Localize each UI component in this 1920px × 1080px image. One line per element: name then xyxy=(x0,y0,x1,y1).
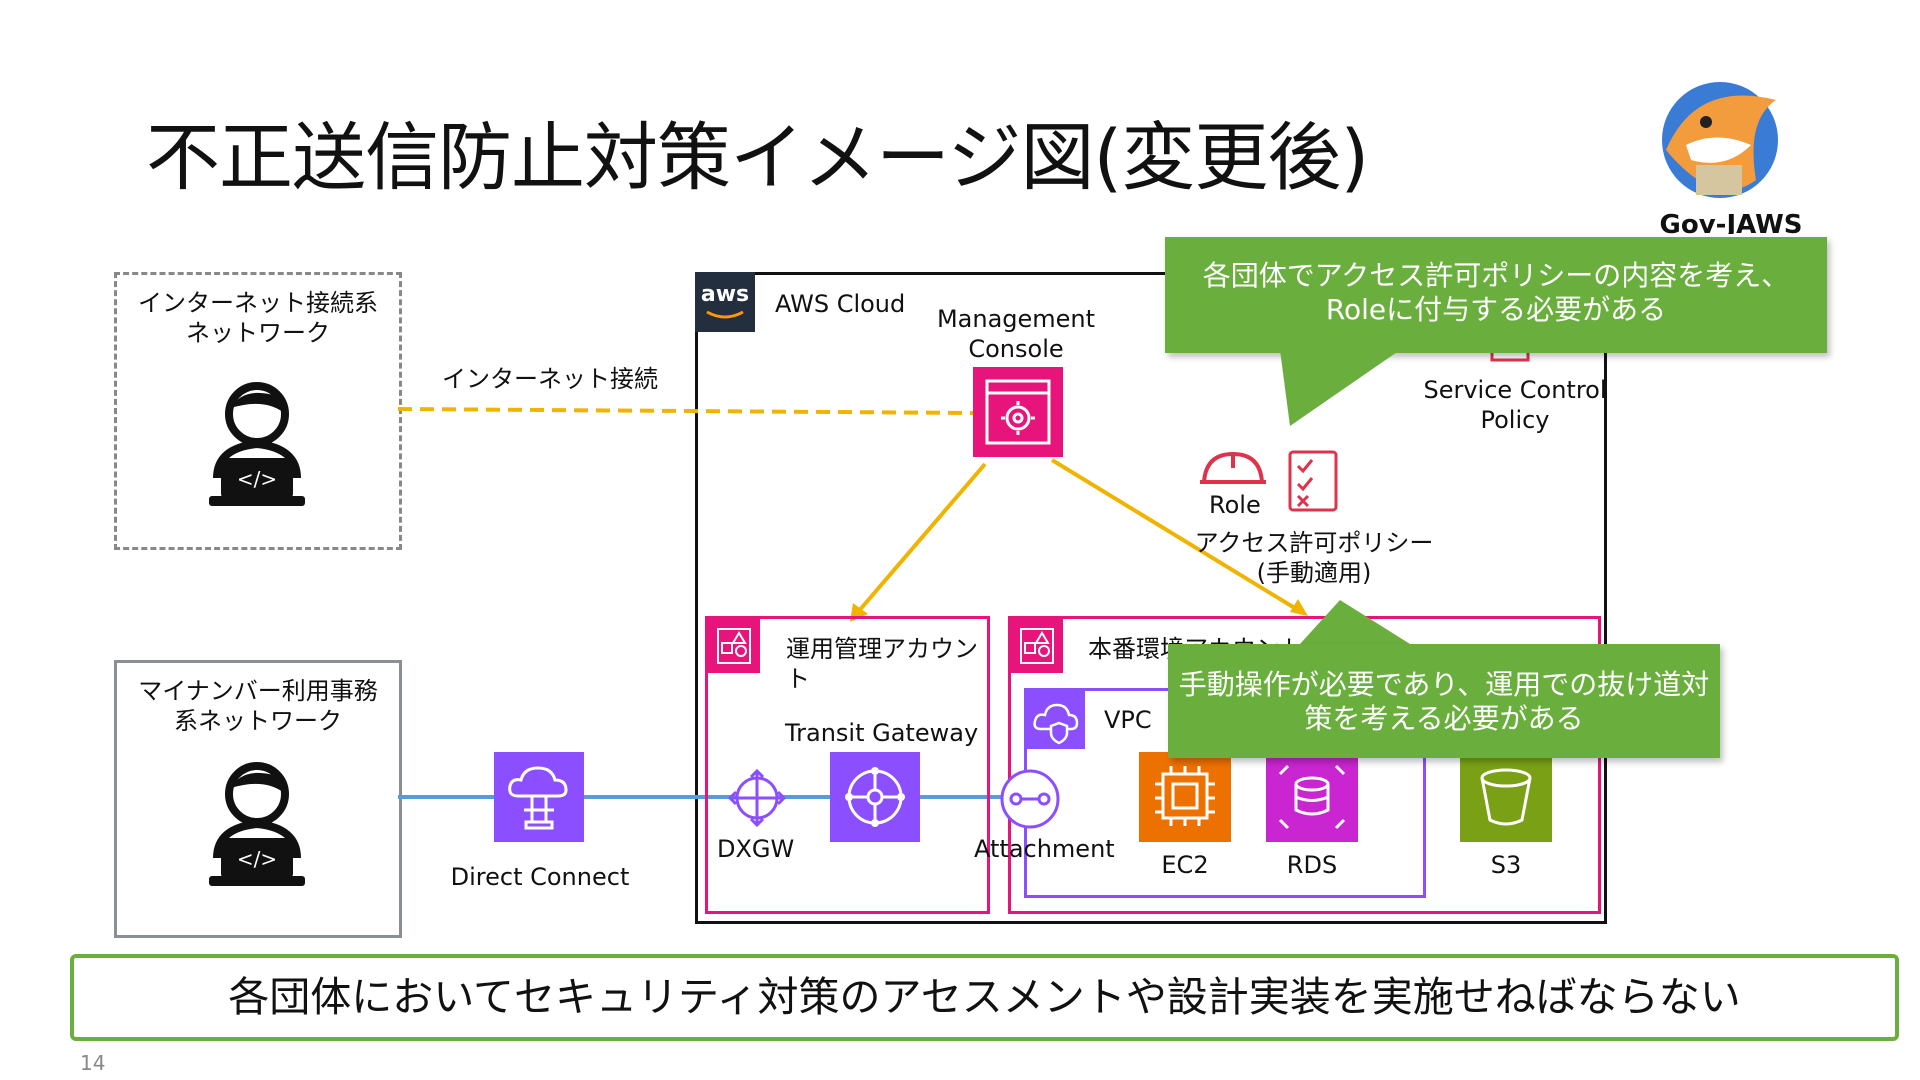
direct-connect-label: Direct Connect xyxy=(450,863,630,891)
console-to-ops-arrow xyxy=(856,462,987,614)
access-policy-label: アクセス許可ポリシー (手動適用) xyxy=(1194,529,1434,587)
role-label: Role xyxy=(1209,491,1261,519)
developer-icon: </> xyxy=(203,378,311,510)
vpc-label: VPC xyxy=(1104,706,1152,734)
mynumber-network-label: マイナンバー利用事務 系ネットワーク xyxy=(138,677,378,735)
ops-account-label: 運用管理アカウン ト xyxy=(786,635,978,693)
conclusion-box: 各団体においてセキュリティ対策のアセスメントや設計実装を実施せねばならない xyxy=(70,954,1899,1041)
internet-connection-line xyxy=(397,407,976,415)
ec2-icon[interactable] xyxy=(1139,752,1231,842)
transit-gateway-icon[interactable] xyxy=(830,752,920,842)
console-to-prod-arrow xyxy=(1050,458,1300,612)
svg-text:</>: </> xyxy=(237,847,277,871)
attachment-icon[interactable] xyxy=(998,767,1062,831)
callout-bottom-pointer xyxy=(1300,600,1410,644)
svg-text:</>: </> xyxy=(237,467,277,491)
page-number: 14 xyxy=(80,1051,106,1075)
console-to-prod-arrowhead xyxy=(1290,599,1308,616)
internet-connection-label: インターネット接続 xyxy=(442,365,658,393)
scp-label: Service Control Policy xyxy=(1423,376,1607,434)
management-console-icon[interactable] xyxy=(973,367,1063,457)
developer-icon: </> xyxy=(203,758,311,890)
aws-cloud-label: AWS Cloud xyxy=(775,290,906,318)
dxgw-label: DXGW xyxy=(717,835,795,863)
dxgw-icon[interactable] xyxy=(726,767,788,829)
callout-top: 各団体でアクセス許可ポリシーの内容を考え、 Roleに付与する必要がある xyxy=(1165,237,1827,353)
direct-connect-icon[interactable] xyxy=(494,752,584,842)
s3-label: S3 xyxy=(1490,851,1522,879)
gov-jaws-logo: Gov-JAWS xyxy=(1636,60,1802,240)
callout-bottom: 手動操作が必要であり、運用での抜け道対 策を考える必要がある xyxy=(1168,644,1720,758)
account-icon xyxy=(708,619,760,673)
internet-network-label: インターネット接続系 ネットワーク xyxy=(138,289,378,347)
attachment-label: Attachment xyxy=(974,835,1115,863)
ec2-label: EC2 xyxy=(1161,851,1209,879)
role-icon xyxy=(1198,448,1268,488)
callout-top-pointer xyxy=(1280,350,1400,426)
s3-icon[interactable] xyxy=(1460,752,1552,842)
rds-label: RDS xyxy=(1286,851,1338,879)
logo-text: Gov-JAWS xyxy=(1659,210,1803,234)
access-policy-icon xyxy=(1286,448,1340,514)
ops-account-group xyxy=(705,616,990,914)
page-title: 不正送信防止対策イメージ図(変更後) xyxy=(146,115,1369,201)
transit-gateway-label: Transit Gateway xyxy=(785,719,979,747)
aws-logo-icon: aws xyxy=(695,272,755,332)
management-console-label: Management Console xyxy=(936,305,1096,363)
prod-account-group xyxy=(1008,616,1601,914)
aws-cloud-group xyxy=(695,272,1607,924)
rds-icon[interactable] xyxy=(1266,752,1358,842)
vpc-icon xyxy=(1027,691,1085,749)
account-icon xyxy=(1011,619,1063,673)
